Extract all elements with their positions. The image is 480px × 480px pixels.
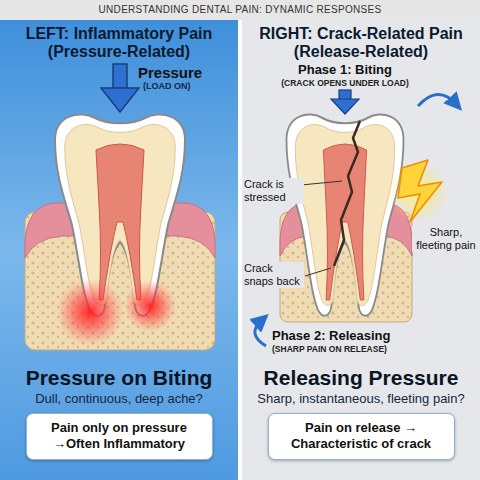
arrow-sublabel: (LOAD ON): [143, 81, 191, 92]
dentin: [65, 125, 176, 306]
phase-sublabel: (SHARP PAIN ON RELEASE): [272, 344, 387, 354]
leader-line: [305, 268, 331, 276]
symptom-question: Dull, continuous, deep ache?: [6, 392, 232, 407]
enamel: [287, 114, 404, 315]
tooth-left: [55, 114, 185, 346]
phase-label: Phase 1: Biting: [265, 62, 425, 77]
phase-label: Phase 2: Releasing: [272, 328, 391, 343]
symptom-heading: Pressure on Biting: [6, 365, 232, 390]
pulp: [323, 144, 366, 300]
release-arrow: [418, 94, 456, 106]
pulp: [96, 144, 144, 300]
symptom-question: Sharp, instantaneous, fleeting pain?: [248, 392, 474, 407]
left-panel-ground: [0, 20, 238, 480]
inflammation-glow: [56, 278, 124, 346]
bite-arrow: [331, 90, 359, 114]
tooth-right: [287, 114, 404, 315]
inflammation-glow: [124, 280, 176, 332]
callout-label: Sharp, fleeting pain: [412, 226, 480, 252]
arrow-head: [331, 99, 359, 114]
crack-line: [334, 121, 360, 266]
panel-heading: RIGHT: Crack-Related Pain (Release-Relat…: [248, 25, 474, 62]
arrow-label: Pressure: [138, 64, 202, 81]
summary-text: Pain only on pressure →Often Inflammator…: [37, 420, 202, 452]
callout-label: Crack is stressed: [242, 178, 304, 204]
pain-panel: LEFT: Inflammatory Pain (Pressure-Relate…: [0, 20, 238, 480]
summary-box: Pain on release → Characteristic of crac…: [268, 413, 455, 460]
lightning-bolt: [398, 160, 442, 222]
summary-text: Pain on release → Characteristic of crac…: [279, 420, 444, 452]
pressure-arrow: [101, 64, 139, 112]
page-title: UNDERSTANDING DENTAL PAIN: DYNAMIC RESPO…: [0, 0, 480, 20]
phase-sublabel: (CRACK OPENS UNDER LOAD): [265, 78, 425, 88]
arrow-head: [101, 88, 139, 112]
dentin: [295, 125, 394, 306]
right-panel-ground: [242, 20, 480, 480]
panel-heading: LEFT: Inflammatory Pain (Pressure-Relate…: [6, 25, 232, 62]
release-arrow: [255, 320, 266, 346]
symptom-heading: Releasing Pressure: [248, 365, 474, 390]
arrow-shaft: [113, 64, 127, 90]
summary-box: Pain only on pressure →Often Inflammator…: [26, 413, 213, 460]
callout-label: Crack snaps back: [242, 262, 304, 288]
